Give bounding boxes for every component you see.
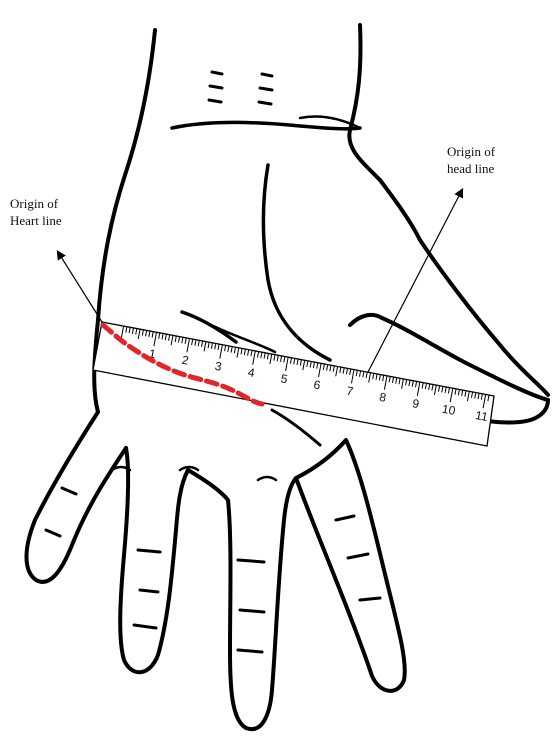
head-line-label: Origin of head line <box>447 143 495 177</box>
head-line-label-line2: head line <box>447 160 495 177</box>
heart-line-arrow <box>58 252 102 322</box>
heart-line-label-line2: Heart line <box>10 212 62 229</box>
head-line-label-line1: Origin of <box>447 143 495 160</box>
heart-line-label: Origin of Heart line <box>10 195 62 229</box>
heart-line-label-line1: Origin of <box>10 195 62 212</box>
ruler-body <box>93 322 494 446</box>
